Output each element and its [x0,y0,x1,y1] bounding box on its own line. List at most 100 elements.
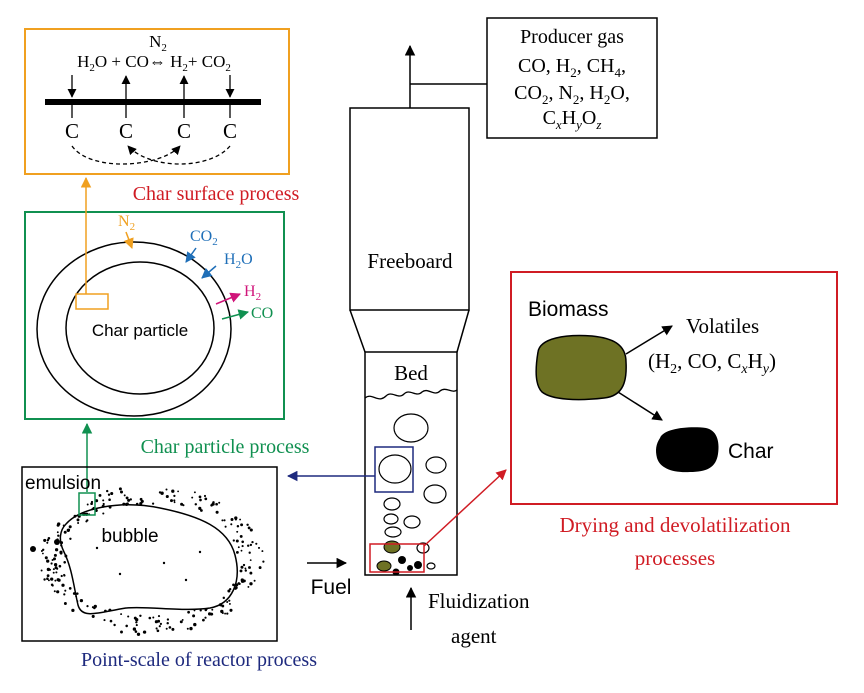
emulsion-dot [41,552,44,555]
reactor-taper [349,309,470,353]
emulsion-dot [54,579,57,582]
emulsion-dot [193,491,196,494]
co-label: CO [251,305,273,322]
emulsion-dot [234,518,237,521]
emulsion-dot [91,614,95,618]
emulsion-dot [171,627,175,631]
emulsion-dot [104,609,107,613]
emulsion-dot [202,618,205,622]
emulsion-dot [236,530,239,533]
emulsion-dot [239,518,242,521]
emulsion-dot [57,534,60,537]
emulsion-dot [69,537,72,540]
char-particle-label: Char particle [92,321,188,340]
emulsion-dot [68,525,72,529]
emulsion-dot [132,627,137,631]
emulsion-dot [230,523,233,526]
emulsion-dot [46,574,50,578]
emulsion-dot [46,541,49,544]
emulsion-dot [173,499,176,502]
emulsion-dot [43,578,46,581]
emulsion-dot [68,587,72,590]
emulsion-dot [160,491,164,495]
emulsion-dot [62,524,65,527]
emulsion-dot [199,609,202,612]
emulsion-dot [46,559,50,563]
emulsion-dot [53,557,56,561]
emulsion-dot [166,621,169,625]
reaction-n2: N2 [149,32,167,54]
emulsion-dot [189,626,193,631]
emulsion-particle [54,539,60,545]
char-particle-panel: Char particle N2 CO2 H2O H2 CO Char part… [24,176,310,492]
bed-bubbles [378,413,447,570]
emulsion-dot [110,491,114,496]
emulsion-dot [235,586,238,590]
emulsion-dot [257,546,261,549]
emulsion-dot [102,502,105,506]
emulsion-dot [124,502,129,507]
emulsion-dot [235,550,239,554]
emulsion-dot [53,590,56,593]
emulsion-dot [249,582,253,586]
emulsion-dot [101,504,105,508]
emulsion-dot [107,493,111,496]
emulsion-dot [204,497,208,501]
emulsion-dot [71,608,75,613]
emulsion-dot [102,512,105,515]
emulsion-dot [191,496,194,499]
emulsion-dot [142,630,147,634]
emulsion-dot [241,545,244,548]
emulsion-dot [232,583,235,587]
emulsion-dot [50,562,53,565]
emulsion-dot [53,553,57,557]
emulsion-dot [240,523,244,527]
emulsion-dot [255,542,258,545]
bubble-dot [118,572,122,576]
emulsion-dot [237,546,240,549]
emulsion-dot [187,610,190,614]
emulsion-dot [226,600,229,604]
emulsion-dot [106,489,109,493]
emulsion-dot [40,569,43,572]
producer-gas-line2: CO2, N2, H2O, [514,82,630,107]
carbon-site-3: C [177,119,191,143]
emulsion-dot [135,624,138,627]
emulsion-dot [40,550,43,552]
emulsion-dot [64,554,68,558]
emulsion-dot [134,630,138,633]
emulsion-dot [249,528,253,532]
bubble-dot [162,561,166,565]
emulsion-dot [171,489,175,493]
emulsion-dot [222,596,226,600]
emulsion-dot [181,618,184,621]
emulsion-label: emulsion [25,473,101,494]
emulsion-dot [52,568,55,571]
emulsion-dot [218,501,221,504]
emulsion-dot [211,613,214,616]
char-surface-panel: N2 H2O + CO⇔ H2+ CO2 C C C C Char surfac… [24,28,300,205]
emulsion-dot [173,494,176,498]
emulsion-dot [230,518,234,521]
fluidization-label-line1: Fluidization [428,589,530,613]
emulsion-dot [261,550,264,553]
bed-surface-line [364,388,458,400]
emulsion-dot [215,502,218,506]
freeboard-label: Freeboard [367,249,453,273]
bed-label: Bed [394,361,428,385]
emulsion-dot [221,519,224,522]
emulsion-dot [85,520,88,523]
emulsion-dot [64,589,67,592]
emulsion-dot [159,622,163,626]
bubble-dot [95,546,99,550]
char-particle-core [65,261,215,395]
emulsion-dot [220,609,224,614]
emulsion-dot [72,592,76,595]
emulsion-dot [63,573,66,576]
emulsion-dot [179,620,183,624]
emulsion-dot [247,526,251,530]
emulsion-dot [204,616,207,619]
emulsion-dot [180,502,184,506]
emulsion-dot [56,531,59,534]
